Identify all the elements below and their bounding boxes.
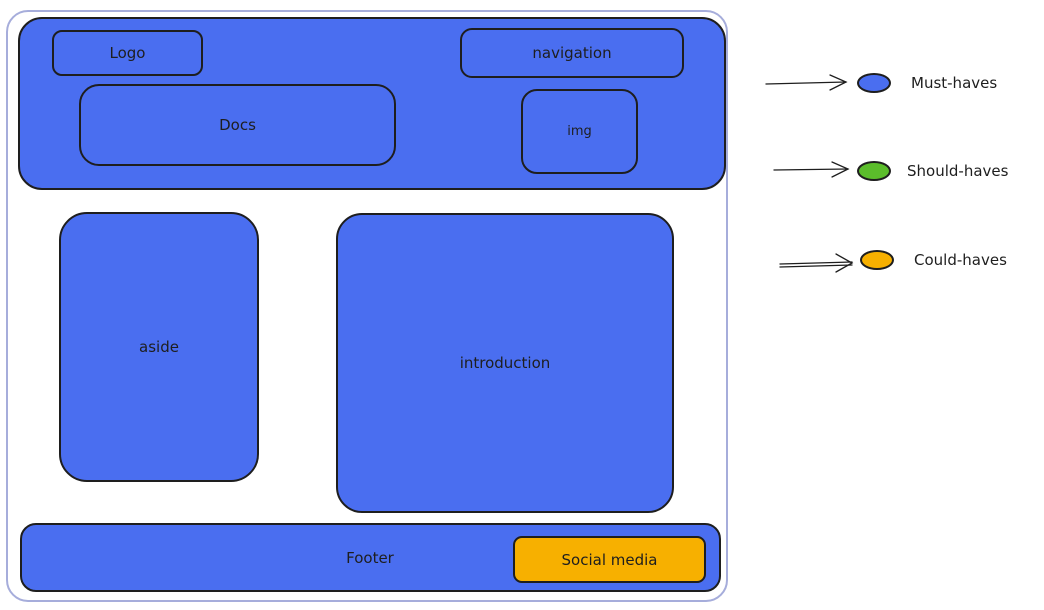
img-label: img bbox=[567, 124, 592, 139]
footer-label-wrap: Footer bbox=[330, 546, 410, 570]
legend-item-should-haves: Should-haves bbox=[857, 161, 1008, 181]
arrow-icon bbox=[779, 253, 854, 273]
page-frame bbox=[6, 10, 728, 602]
legend-arrows bbox=[765, 74, 854, 273]
aside-box: aside bbox=[59, 212, 259, 482]
legend-item-must-haves: Must-haves bbox=[857, 73, 997, 93]
arrow-icon bbox=[773, 161, 850, 178]
social-media-box: Social media bbox=[513, 536, 706, 583]
legend-label: Could-haves bbox=[914, 251, 1007, 269]
aside-label: aside bbox=[139, 338, 179, 356]
navigation-label: navigation bbox=[532, 44, 612, 62]
navigation-box: navigation bbox=[460, 28, 684, 78]
docs-label: Docs bbox=[219, 116, 256, 134]
social-media-label: Social media bbox=[561, 550, 658, 569]
logo-label: Logo bbox=[109, 44, 146, 62]
legend-label: Should-haves bbox=[907, 162, 1009, 180]
docs-box: Docs bbox=[79, 84, 396, 166]
legend-item-could-haves: Could-haves bbox=[860, 250, 1007, 270]
orange-dot-icon bbox=[860, 250, 894, 270]
introduction-label: introduction bbox=[459, 354, 551, 372]
logo-box: Logo bbox=[52, 30, 203, 76]
arrow-icon bbox=[765, 74, 848, 91]
footer-label: Footer bbox=[346, 549, 394, 567]
img-box: img bbox=[521, 89, 638, 174]
green-dot-icon bbox=[857, 161, 891, 181]
blue-dot-icon bbox=[857, 73, 891, 93]
introduction-box: introduction bbox=[336, 213, 674, 513]
legend-label: Must-haves bbox=[911, 74, 998, 92]
